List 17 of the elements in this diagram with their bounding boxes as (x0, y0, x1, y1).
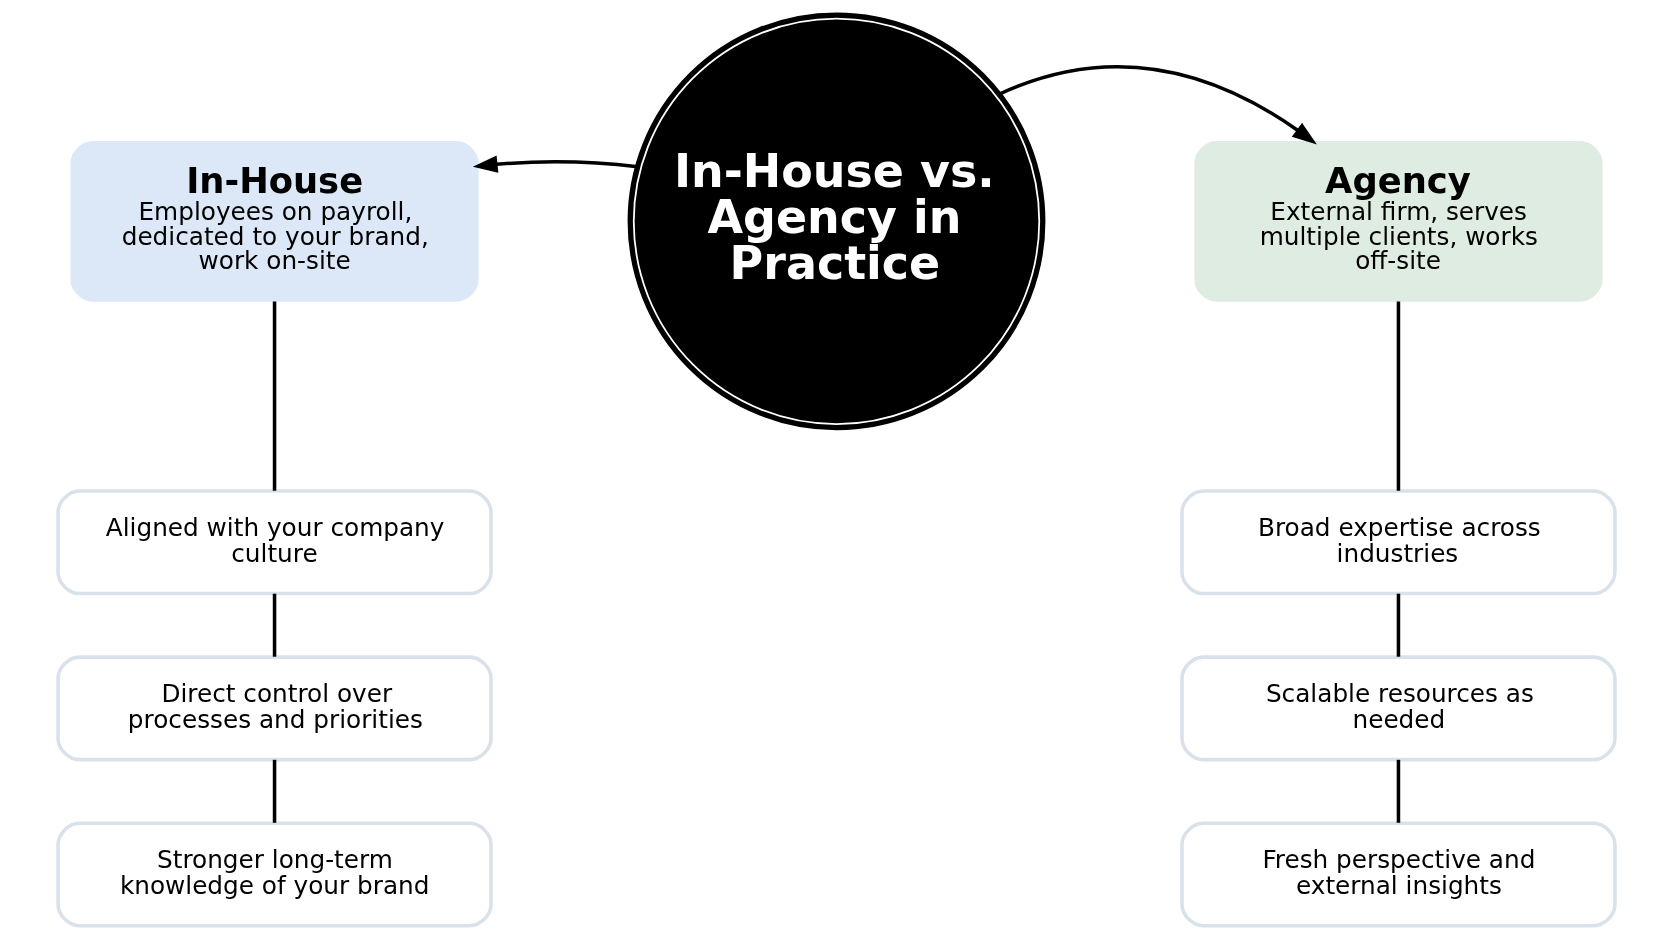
arrow (997, 65, 1317, 145)
node-box: Aligned with your company culture (55, 489, 493, 596)
connector (1396, 593, 1400, 657)
node-box: Direct control over processes and priorities (55, 655, 493, 762)
node-box: Fresh perspective and external insights (1179, 821, 1617, 928)
connector (1396, 759, 1400, 823)
node-box: Broad expertise across industries (1179, 489, 1617, 596)
node-box: Agency External firm, serves multiple clients, works off-site (1193, 140, 1603, 302)
connector (1396, 301, 1400, 491)
connector (272, 593, 276, 657)
node-box: In-House Employees on payroll, dedicated to your brand, work on-site (69, 140, 479, 302)
node-box: Stronger long-term knowledge of your brand (55, 821, 493, 928)
node-circle: In-House vs. Agency in Practice (627, 12, 1045, 431)
arrow (472, 155, 638, 173)
connector (272, 301, 276, 491)
connector (272, 759, 276, 823)
node-box: Scalable resources as needed (1179, 655, 1617, 762)
